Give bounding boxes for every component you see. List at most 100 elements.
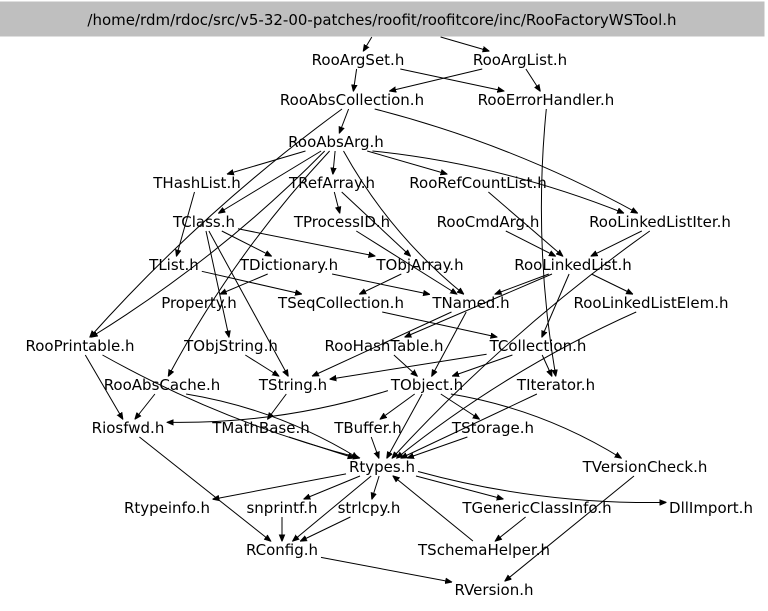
node-TDictionary: TDictionary.h [239,256,338,274]
edge-RooAbsCollection-to-RooPrintable [90,108,343,337]
node-TObjString: TObjString.h [183,337,278,355]
node-label: TSeqCollection.h [277,294,404,312]
edge-RooAbsCollection-to-RooLinkedListIter [374,108,638,213]
edge-RConfig-to-RVersion [320,556,452,582]
node-TIterator: TIterator.h [516,376,595,394]
node-label: RooErrorHandler.h [478,91,615,109]
node-RooArgSet: RooArgSet.h [312,51,405,69]
edge-RooLinkedListElem-to-Rtypes [397,311,637,458]
edge-TObject-to-TVersionCheck [450,393,621,458]
node-label: RooRefCountList.h [409,174,546,192]
edge-Rtypes-to-Rtypeinfo [213,473,347,499]
edges-layer [84,36,666,582]
node-RooAbsCache: RooAbsCache.h [104,376,221,394]
edge-RooLinkedListIter-to-Rtypes [392,230,651,458]
edge-RooRefCountList-to-RooLinkedList [488,191,562,256]
node-label: TObject.h [390,376,463,394]
node-Riosfwd: Riosfwd.h [92,419,165,437]
edge-TStorage-to-Rtypes [408,436,468,458]
node-label: RooHashTable.h [325,337,444,355]
edge-RooLinkedList-to-RooLinkedListElem [591,273,633,294]
node-label: TSchemaHelper.h [417,541,550,559]
node-label: TCollection.h [489,337,587,355]
node-Rtypeinfo: Rtypeinfo.h [124,499,210,517]
node-TBuffer: TBuffer.h [333,419,402,437]
edge-Rtypes-to-TGenericClassInfo [415,475,503,499]
node-TSchemaHelper: TSchemaHelper.h [417,541,550,559]
edge-TObject-to-TStorage [440,393,479,419]
edge-RooHashTable-to-TObject [393,354,417,376]
node-label: Property.h [161,294,237,312]
node-Rtypes: Rtypes.h [349,458,415,476]
node-label: RooArgSet.h [312,51,405,69]
node-label: TList.h [148,256,199,274]
node-RooHashTable: RooHashTable.h [325,337,444,355]
edge-Riosfwd-to-RConfig [139,436,270,541]
node-label: Rtypes.h [349,458,415,476]
edge-TClass-to-TString [208,230,288,376]
node-label: TMathBase.h [211,419,310,437]
node-RooRefCountList: RooRefCountList.h [409,174,546,192]
edge-RooAbsArg-to-RooLinkedListIter [372,150,623,213]
node-TSeqCollection: TSeqCollection.h [277,294,404,312]
edge-RooAbsCache-to-Rtypes [186,393,358,458]
edge-RooPrintable-to-Riosfwd [84,354,122,419]
node-RooArgList: RooArgList.h [473,51,567,69]
node-label: TIterator.h [516,376,595,394]
edge-TCollection-to-TString [330,353,487,379]
edge-TObject-to-TBuffer [380,393,415,419]
edge-RooErrorHandler-to-TIterator [540,108,555,376]
node-label: RooPrintable.h [26,337,135,355]
node-label: strlcpy.h [338,499,401,517]
node-TString: TString.h [258,376,327,394]
node-label: Riosfwd.h [92,419,165,437]
node-TList: TList.h [148,256,199,274]
node-RooAbsCollection: RooAbsCollection.h [280,91,424,109]
edge-strlcpy-to-RConfig [301,516,351,541]
edge-TClass-to-TObjString [205,230,229,337]
node-label: /home/rdm/rdoc/src/v5-32-00-patches/roof… [87,11,676,29]
node-label: TGenericClassInfo.h [461,499,611,517]
node-RooLinkedListIter: RooLinkedListIter.h [589,213,731,231]
edge-TClass-to-TDictionary [221,230,271,256]
edge-RooLinkedListIter-to-RooLinkedList [591,230,643,256]
node-label: RooLinkedListIter.h [589,213,731,231]
node-RooErrorHandler: RooErrorHandler.h [478,91,615,109]
edge-RooAbsArg-to-TRefArray [333,150,335,174]
node-TStorage: TStorage.h [451,419,534,437]
edge-TObject-to-Riosfwd [167,390,389,423]
node-TCollection: TCollection.h [489,337,587,355]
node-label: TProcessID.h [293,213,390,231]
edge-RooAbsArg-to-THashList [228,150,306,174]
edge-Rtypes-to-strlcpy [372,475,380,499]
node-TProcessID: TProcessID.h [293,213,390,231]
edge-RooAbsArg-to-RooRefCountList [367,150,447,174]
edge-TNamed-to-TString [313,311,452,376]
node-RooCmdArg: RooCmdArg.h [437,213,540,231]
node-TClass: TClass.h [172,213,235,231]
edge-TSchemaHelper-to-Rtypes [393,476,474,542]
node-TRefArray: TRefArray.h [288,174,375,192]
node-label: TVersionCheck.h [582,458,708,476]
node-label: TClass.h [172,213,235,231]
edge-Rtypes-to-snprintf [304,475,361,499]
nodes-layer: /home/rdm/rdoc/src/v5-32-00-patches/roof… [0,1,765,599]
edge-RooAbsCollection-to-RooAbsArg [339,108,350,133]
node-label: DllImport.h [669,499,753,517]
edge-RooCmdArg-to-RooLinkedList [505,230,555,256]
edge-RooArgSet-to-RooErrorHandler [400,68,503,91]
node-strlcpy: strlcpy.h [338,499,401,517]
node-DllImport: DllImport.h [669,499,753,517]
node-label: RooLinkedList.h [514,256,632,274]
node-label: Rtypeinfo.h [124,499,210,517]
node-TMathBase: TMathBase.h [211,419,310,437]
node-label: RooAbsCollection.h [280,91,424,109]
edge-TGenericClassInfo-to-TSchemaHelper [495,516,526,541]
node-RConfig: RConfig.h [246,541,318,559]
node-RooLinkedList: RooLinkedList.h [514,256,632,274]
node-Property: Property.h [161,294,237,312]
edge-TIterator-to-Rtypes [401,393,538,458]
node-label: TStorage.h [451,419,534,437]
edge-TDictionary-to-Property [220,273,268,294]
